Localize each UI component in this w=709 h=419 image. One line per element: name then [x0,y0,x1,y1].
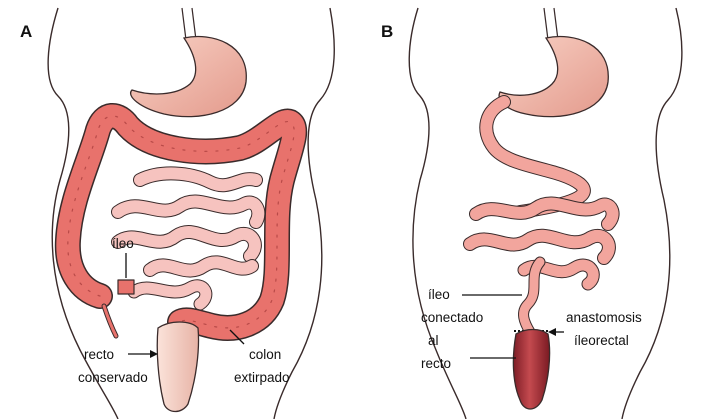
body-outline-right [622,8,682,419]
panel-a: A íleo recto conservado colon extirpado [20,8,334,419]
label-colon-2: extirpado [234,370,290,385]
label-ileo-b-1: íleo [428,287,450,302]
label-recto-1: recto [84,347,114,362]
esophagus [182,8,186,40]
duodenum [486,102,584,212]
label-anastomosis-2: íleorectal [574,333,629,348]
rectum-preserved [157,322,198,412]
label-ileo-b-4: recto [421,356,451,371]
label-ileo-b-2: conectado [421,310,483,325]
rectum-connected [513,330,549,410]
label-colon-1: colon [249,347,281,362]
small-intestine [118,173,258,304]
stomach [499,37,608,117]
panel-b-letter: B [381,22,393,41]
arrowhead-anastomosis [548,328,556,336]
label-anastomosis-1: anastomosis [566,310,642,325]
label-ileo-a: íleo [112,236,134,251]
panel-b: B íleo conectado al recto anastomosis íl… [381,8,682,419]
label-recto-2: conservado [78,370,148,385]
panel-a-letter: A [20,22,32,41]
label-ileo-b-3: al [428,333,439,348]
ileum-stub [118,280,134,294]
stomach [131,37,247,117]
